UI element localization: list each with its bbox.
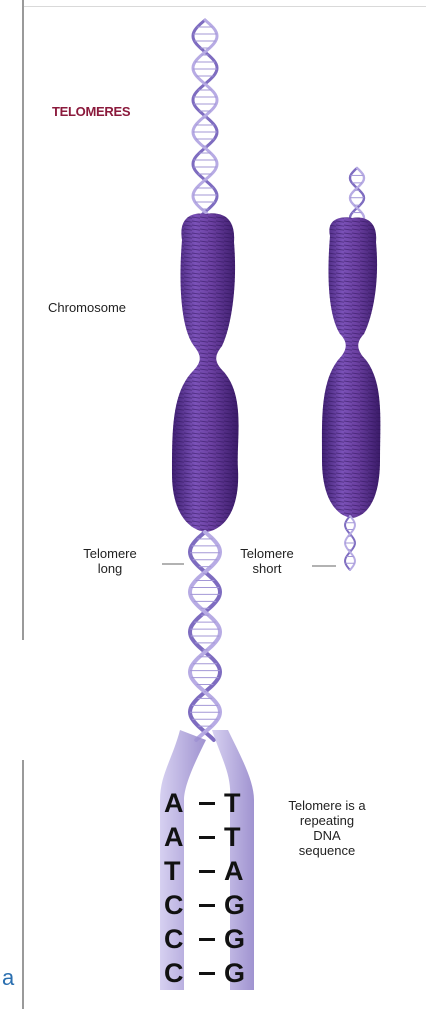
base-bond xyxy=(199,870,215,873)
chromosome-short xyxy=(322,217,380,518)
dna-helix-top xyxy=(193,20,217,216)
repeating-sequence-label: Telomere is a repeating DNA sequence xyxy=(270,798,384,858)
base-bond xyxy=(199,836,215,839)
stray-letter: a xyxy=(2,966,14,990)
base-left: C xyxy=(164,892,184,918)
base-left: C xyxy=(164,960,184,986)
base-right: T xyxy=(224,790,241,816)
dna-helix-top-short xyxy=(350,168,364,220)
base-left: A xyxy=(164,790,184,816)
base-right: T xyxy=(224,824,241,850)
base-left: A xyxy=(164,824,184,850)
dna-helix-bottom xyxy=(190,532,220,740)
chromosome-long xyxy=(172,213,239,532)
chromosome-label: Chromosome xyxy=(48,300,168,315)
base-bond xyxy=(199,904,215,907)
base-left: T xyxy=(164,858,181,884)
dna-helix-bottom-short xyxy=(345,516,355,570)
base-right: A xyxy=(224,858,244,884)
telomere-short-label: Telomere short xyxy=(222,546,312,576)
base-left: C xyxy=(164,926,184,952)
base-right: G xyxy=(224,892,245,918)
title-label: TELOMERES xyxy=(52,104,172,119)
base-right: G xyxy=(224,926,245,952)
telomere-long-label: Telomere long xyxy=(60,546,160,576)
base-right: G xyxy=(224,960,245,986)
base-bond xyxy=(199,802,215,805)
base-bond xyxy=(199,938,215,941)
base-bond xyxy=(199,972,215,975)
